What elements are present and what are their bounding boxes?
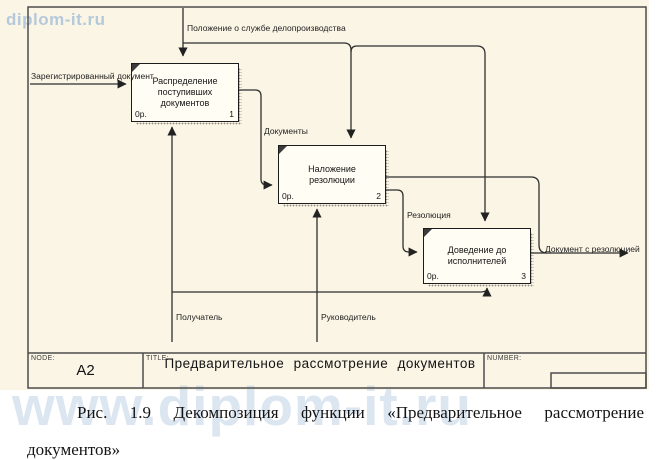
- label-input: Зарегистрированный документ: [31, 71, 154, 81]
- activity-box-2: Наложение резолюции 0р. 2: [278, 145, 386, 204]
- label-mech1: Получатель: [176, 312, 223, 322]
- box-corner-marker: [279, 146, 287, 154]
- number-subcell: [550, 372, 647, 389]
- node-label: NODE:: [31, 355, 55, 362]
- activity-box-3: Доведение до исполнителей 0р. 3: [423, 228, 531, 284]
- label-resolution: Резолюция: [407, 210, 451, 220]
- activity-cost: 0р.: [135, 109, 147, 119]
- arrow-mech3: [172, 287, 492, 297]
- activity-title: Наложение резолюции: [308, 163, 356, 185]
- label-control: Положение о службе делопроизводства: [187, 23, 346, 33]
- activity-box-1: Распределение поступивших документов 0р.…: [131, 63, 239, 122]
- activity-number: 3: [521, 271, 526, 281]
- activity-cost: 0р.: [427, 271, 439, 281]
- number-label: NUMBER:: [487, 355, 522, 362]
- watermark-corner: diplom-it.ru: [6, 10, 106, 29]
- box-corner-marker: [424, 229, 432, 237]
- arrow-control-box3: [350, 45, 490, 222]
- arrow-merge-output: [384, 176, 548, 254]
- activity-number: 2: [376, 191, 381, 201]
- box-corner-marker: [132, 64, 140, 72]
- activity-title: Распределение поступивших документов: [152, 76, 218, 108]
- arrow-resolution: [384, 189, 418, 257]
- activity-number: 1: [229, 109, 234, 119]
- title-value: Предварительное рассмотрение документов: [164, 356, 476, 371]
- activity-cost: 0р.: [282, 191, 294, 201]
- arrow-paths: [30, 8, 629, 342]
- title-label: TITLE:: [146, 355, 169, 362]
- arrow-docs: [237, 89, 273, 190]
- watermark-banner: www.diplom-it.ru: [12, 375, 473, 437]
- node-value: A2: [76, 362, 95, 379]
- activity-title: Доведение до исполнителей: [447, 245, 507, 266]
- frame-border: [27, 6, 647, 389]
- label-mech2: Руководитель: [321, 312, 376, 322]
- label-output: Документ с резолюцией: [545, 244, 640, 254]
- figure-caption: Рис. 1.9 Декомпозиция функции «Предварит…: [27, 403, 644, 459]
- diagram-lines: [27, 6, 647, 389]
- label-docs: Документы: [264, 126, 308, 136]
